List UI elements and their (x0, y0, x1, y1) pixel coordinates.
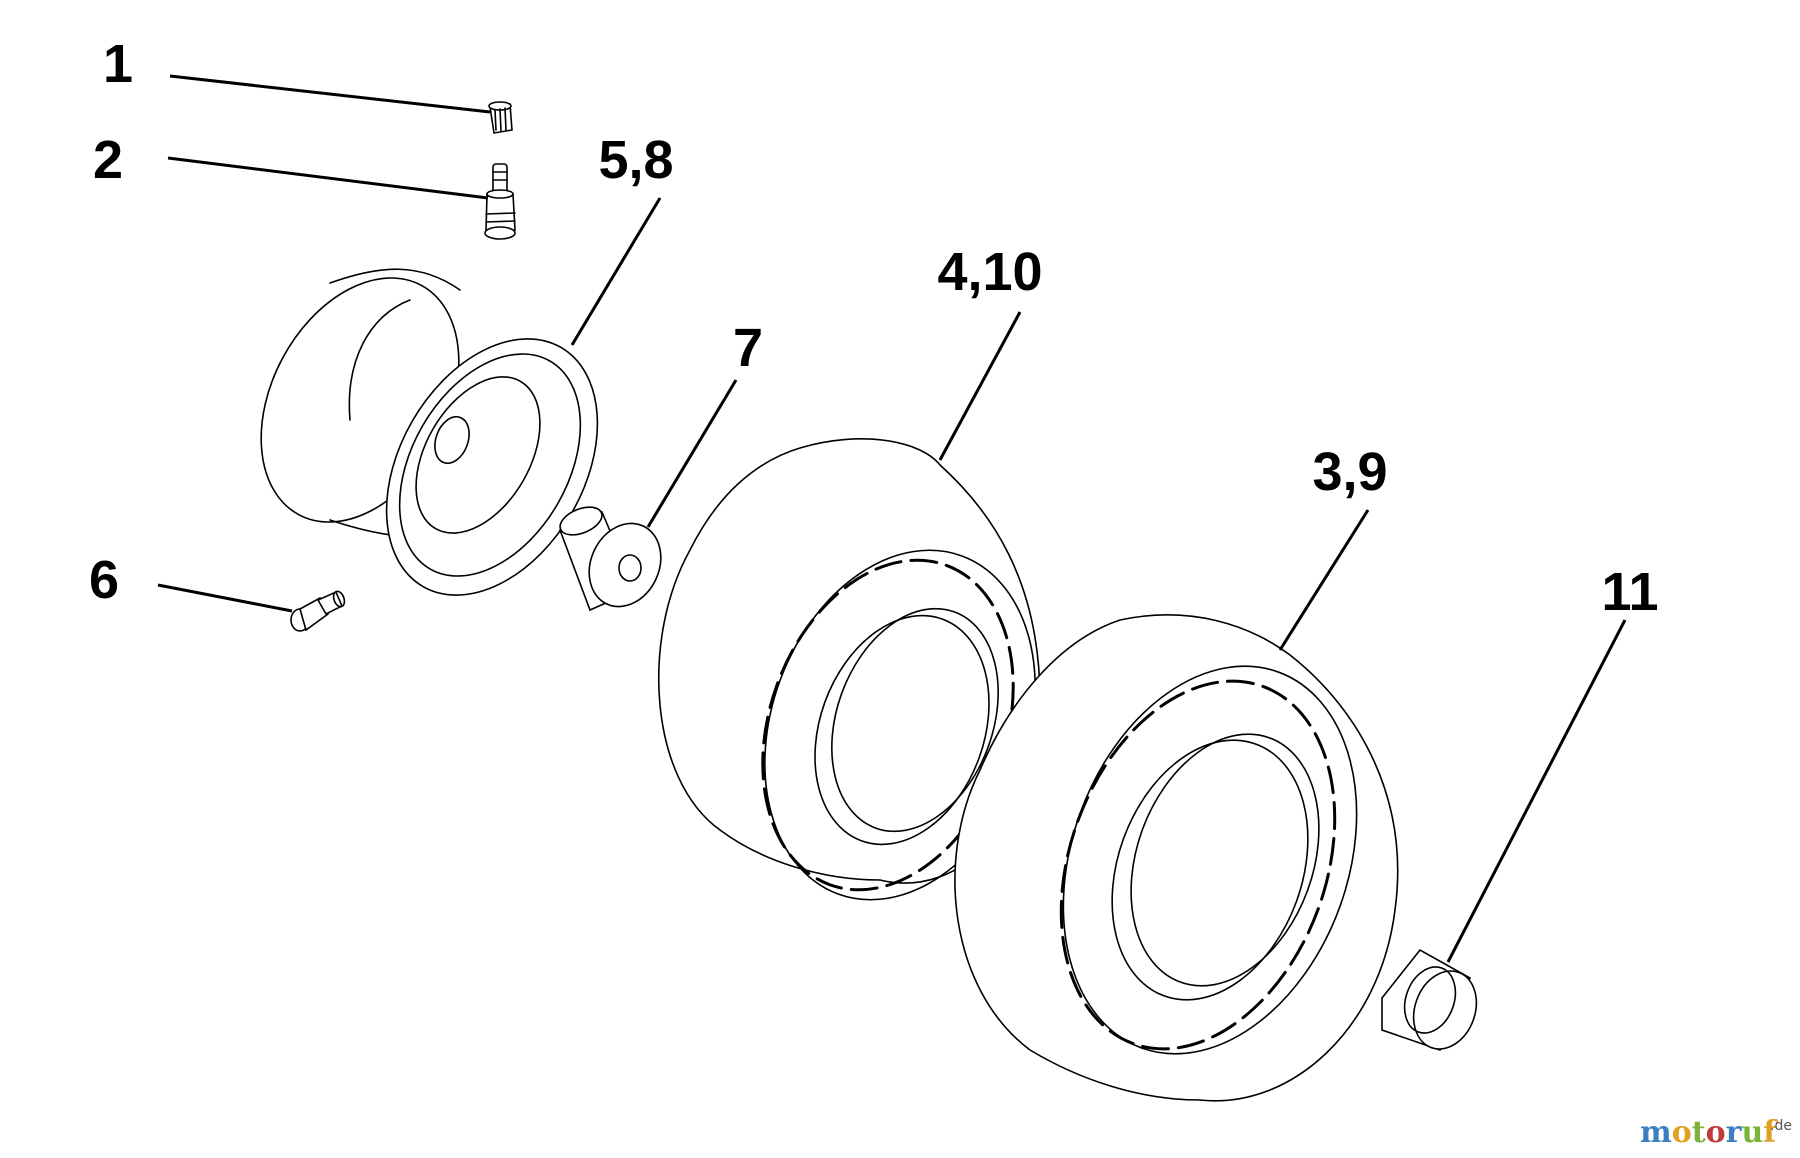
wheel-rim-icon (260, 268, 599, 596)
valve-cap-icon (488, 101, 513, 134)
leader-1 (169, 74, 491, 114)
leader-7 (646, 379, 738, 528)
leader-2 (167, 156, 489, 200)
callout-7: 7 (733, 318, 763, 378)
callout-11: 11 (1601, 562, 1658, 622)
bushing-icon (1381, 948, 1478, 1052)
leader-6 (157, 583, 293, 613)
leader-58 (570, 197, 662, 346)
flange-bushing-icon (558, 506, 662, 612)
watermark-logo: motoruf .de (1640, 1115, 1792, 1150)
callout-6: 6 (89, 550, 119, 610)
callout-2: 2 (93, 130, 123, 190)
callout-58: 5,8 (598, 130, 673, 190)
valve-stem-icon (484, 163, 516, 240)
watermark-text: motoruf (1640, 1115, 1778, 1150)
tire-icon (657, 438, 1041, 901)
leader-39 (1278, 509, 1370, 651)
callout-410: 4,10 (937, 242, 1042, 302)
callout-39: 3,9 (1312, 442, 1387, 502)
tire-icon (954, 614, 1399, 1102)
watermark-suffix: .de (1770, 1118, 1792, 1134)
leader-11 (1446, 619, 1627, 963)
leader-410 (938, 311, 1022, 461)
callout-1: 1 (103, 34, 133, 94)
grease-fitting-icon (290, 590, 346, 632)
